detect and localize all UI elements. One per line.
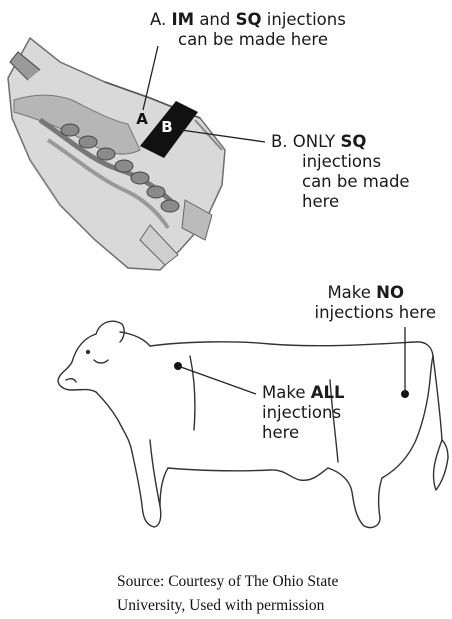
label-no: Make NO injections here: [276, 283, 436, 323]
label-all-line2: injections: [262, 403, 345, 423]
label-a-line2: can be made here: [150, 30, 346, 50]
label-all-line3: here: [262, 423, 345, 443]
cow-outline: [58, 321, 448, 527]
caption-line2: University, Used with permission: [117, 594, 338, 618]
label-b-line2: injections: [271, 152, 410, 172]
zone-b-marker: B: [161, 118, 172, 136]
label-all-line1: Make ALL: [262, 383, 345, 403]
label-b-line1: B. ONLY SQ: [271, 132, 410, 152]
neck-illustration: [8, 38, 225, 270]
label-no-line1: Make NO: [276, 283, 436, 303]
label-b-line3: can be made: [271, 172, 410, 192]
label-a-line1: A. IM and SQ injections: [150, 10, 346, 30]
source-caption: Source: Courtesy of The Ohio State Unive…: [117, 570, 338, 618]
label-all: Make ALL injections here: [262, 383, 345, 443]
zone-a-marker: A: [136, 110, 148, 128]
caption-line1: Source: Courtesy of The Ohio State: [117, 570, 338, 594]
label-no-line2: injections here: [276, 303, 436, 323]
leader-line-all: [178, 366, 256, 394]
label-b-line4: here: [271, 192, 410, 212]
cow-eye: [86, 350, 90, 354]
label-b: B. ONLY SQ injections can be made here: [271, 132, 410, 212]
label-a: A. IM and SQ injections can be made here: [150, 10, 346, 50]
